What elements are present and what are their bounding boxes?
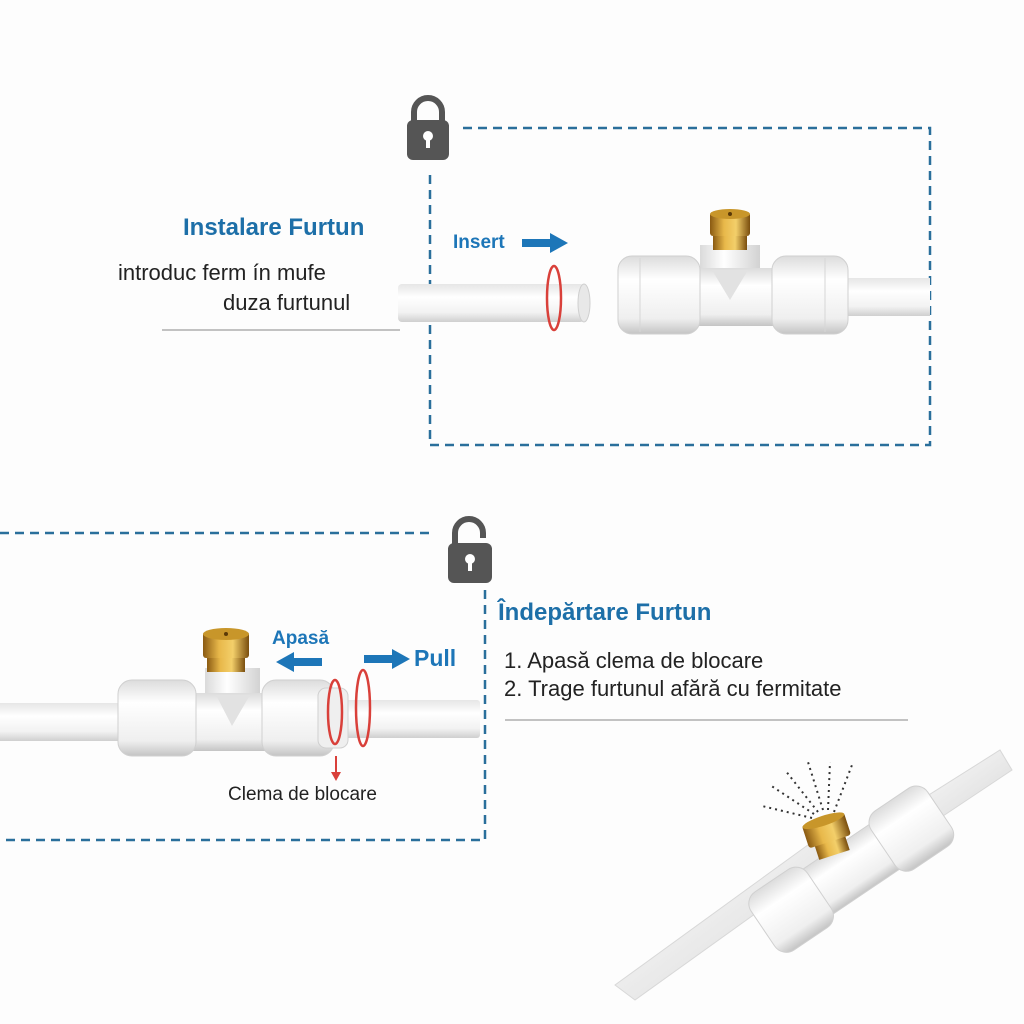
water-spray-icon — [761, 761, 853, 819]
release-ring-markers — [326, 668, 372, 748]
install-instruction-line2: duza furtunul — [223, 290, 351, 315]
pull-label: Pull — [414, 645, 457, 671]
brass-nozzle-diagonal — [802, 812, 851, 860]
remove-step-1: 1. Apasă clema de blocare — [504, 648, 764, 673]
lock-closed-icon — [407, 95, 449, 160]
brass-nozzle-bottom — [203, 628, 249, 672]
pulled-hose — [330, 700, 480, 738]
left-hose — [0, 703, 135, 741]
remove-dashed-frame — [0, 531, 487, 842]
insert-ring-marker — [545, 264, 563, 332]
loose-hose — [398, 283, 591, 323]
install-instruction-line1: introduc ferm ín mufe — [118, 260, 326, 285]
insert-arrow-icon — [522, 233, 568, 253]
tee-fitting-bottom — [117, 668, 349, 757]
clip-label: Clema de blocare — [228, 784, 377, 805]
install-dashed-frame — [428, 126, 932, 447]
insert-label: Insert — [453, 232, 505, 253]
press-arrow-left-icon — [276, 652, 322, 672]
brass-nozzle-top — [710, 209, 750, 250]
press-label: Apasă — [272, 628, 330, 649]
remove-title: Îndepărtare Furtun — [498, 599, 712, 626]
pull-arrow-right-icon — [364, 649, 410, 669]
lock-open-icon — [448, 516, 492, 583]
clip-down-arrow-icon — [331, 756, 341, 781]
tee-fitting-top — [617, 245, 930, 335]
remove-step-2: 2. Trage furtunul afără cu fermitate — [504, 676, 842, 701]
install-title: Instalare Furtun — [183, 214, 365, 241]
diagonal-misting-fitting — [614, 749, 1013, 1001]
